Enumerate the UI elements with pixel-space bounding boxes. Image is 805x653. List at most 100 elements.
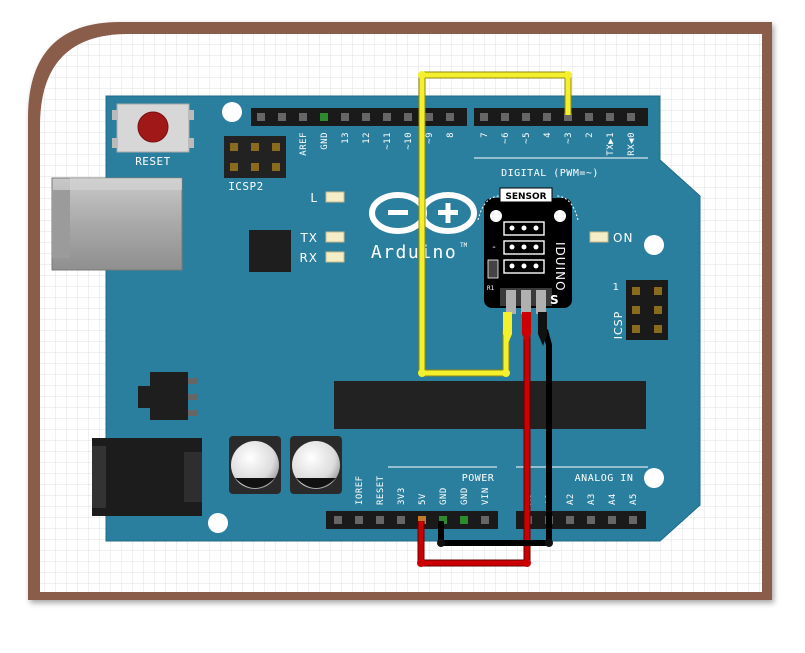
pin-socket <box>404 113 412 121</box>
sensor-pin-minus-label: - <box>491 242 497 253</box>
digital-pin-label: ~5 <box>522 132 532 144</box>
capacitor <box>290 436 342 494</box>
digital-pin-label: ~6 <box>501 132 511 144</box>
analog-pin-label: A3 <box>587 493 597 505</box>
pin-socket <box>501 113 509 121</box>
analog-label: ANALOG IN <box>575 473 634 484</box>
pin-socket <box>629 516 637 524</box>
pin-socket <box>362 113 370 121</box>
icsp-header <box>626 280 668 340</box>
bottom-pin-sockets <box>334 516 637 524</box>
digital-pin-label: 8 <box>446 132 456 138</box>
ground-wire <box>437 312 553 547</box>
signal-wire <box>418 71 572 377</box>
microcontroller-chip <box>334 381 646 429</box>
arduino-wordmark: Arduino <box>371 242 457 263</box>
analog-pin-label: A2 <box>566 493 576 505</box>
power-header <box>326 511 498 529</box>
pin-socket <box>480 113 488 121</box>
pin-socket <box>334 516 342 524</box>
sensor-module <box>477 187 579 314</box>
sensor-pin-vcc <box>521 290 531 314</box>
digital-label: DIGITAL (PWM=~) <box>501 168 599 179</box>
digital-pin-label: TX▶1 <box>606 132 616 156</box>
pin-socket <box>566 516 574 524</box>
power-pin-label: 5V <box>418 493 428 505</box>
pin-socket <box>397 516 405 524</box>
voltage-regulator <box>138 372 198 420</box>
analog-header <box>516 511 646 529</box>
pin-socket <box>481 516 489 524</box>
icsp2-label: ICSP2 <box>228 180 264 193</box>
power-pin-label: GND <box>439 487 449 505</box>
mounting-hole <box>222 102 242 122</box>
sensor-pin-s-label: S <box>550 293 559 307</box>
led-rx <box>325 251 345 263</box>
digital-pin-label: ~10 <box>404 132 414 150</box>
led-l <box>325 191 345 203</box>
sensor-pin-s <box>536 290 546 314</box>
power-jack <box>92 438 202 516</box>
digital-pin-label: ~11 <box>383 132 393 150</box>
power-pin-label: RESET <box>376 475 386 505</box>
pin-socket <box>608 516 616 524</box>
led-on-label: ON <box>613 231 633 245</box>
power-label: POWER <box>462 473 495 484</box>
led-on <box>589 231 609 243</box>
analog-pin-label: A4 <box>608 493 618 505</box>
digital-header-right <box>474 108 648 126</box>
power-pin-label: IOREF <box>355 475 365 505</box>
power-pin-label: 3V3 <box>397 487 407 505</box>
sensor-pin-minus <box>506 290 516 314</box>
usb-chip <box>249 230 291 272</box>
power-wire <box>417 312 531 567</box>
pin-socket <box>460 516 468 524</box>
pin-socket <box>425 113 433 121</box>
reset-button[interactable] <box>112 103 194 153</box>
icsp-label: ICSP <box>612 311 625 340</box>
led-l-label: L <box>310 191 318 205</box>
pin-socket <box>257 113 265 121</box>
pin-socket <box>383 113 391 121</box>
capacitor <box>229 436 281 494</box>
led-rx-label: RX <box>299 251 318 265</box>
digital-pin-label: GND <box>320 132 330 150</box>
pin-socket <box>439 516 447 524</box>
sensor-title: SENSOR <box>505 192 546 202</box>
mounting-hole <box>644 235 664 255</box>
mounting-hole <box>644 468 664 488</box>
power-pin-label: VIN <box>481 487 491 505</box>
pin-socket <box>627 113 635 121</box>
sensor-side-text: IDUINO <box>553 242 567 292</box>
icsp2-header <box>224 136 286 178</box>
led-tx-label: TX <box>299 231 318 245</box>
pin-socket <box>299 113 307 121</box>
pin-socket <box>587 516 595 524</box>
digital-pin-label: 2 <box>585 132 595 138</box>
power-pin-label: GND <box>460 487 470 505</box>
digital-pin-label: ~3 <box>564 132 574 144</box>
pin-socket <box>585 113 593 121</box>
reset-label: RESET <box>135 155 171 168</box>
pin-socket <box>320 113 328 121</box>
pin-socket <box>543 113 551 121</box>
trademark-mark: TM <box>460 242 468 249</box>
icsp-pin1-label: 1 <box>613 282 620 293</box>
sensor-mount-hole <box>490 210 502 222</box>
digital-pin-label: RX◀0 <box>627 132 637 156</box>
pin-socket <box>606 113 614 121</box>
pin-socket <box>522 113 530 121</box>
digital-pin-label: 12 <box>362 132 372 144</box>
pin-socket <box>278 113 286 121</box>
digital-pin-label: 13 <box>341 132 351 144</box>
digital-pin-sockets <box>257 113 635 121</box>
pin-socket <box>564 113 572 121</box>
mounting-hole <box>208 513 228 533</box>
usb-connector <box>51 177 183 271</box>
digital-pin-label: 7 <box>480 132 490 138</box>
digital-pin-label: 4 <box>543 132 553 138</box>
